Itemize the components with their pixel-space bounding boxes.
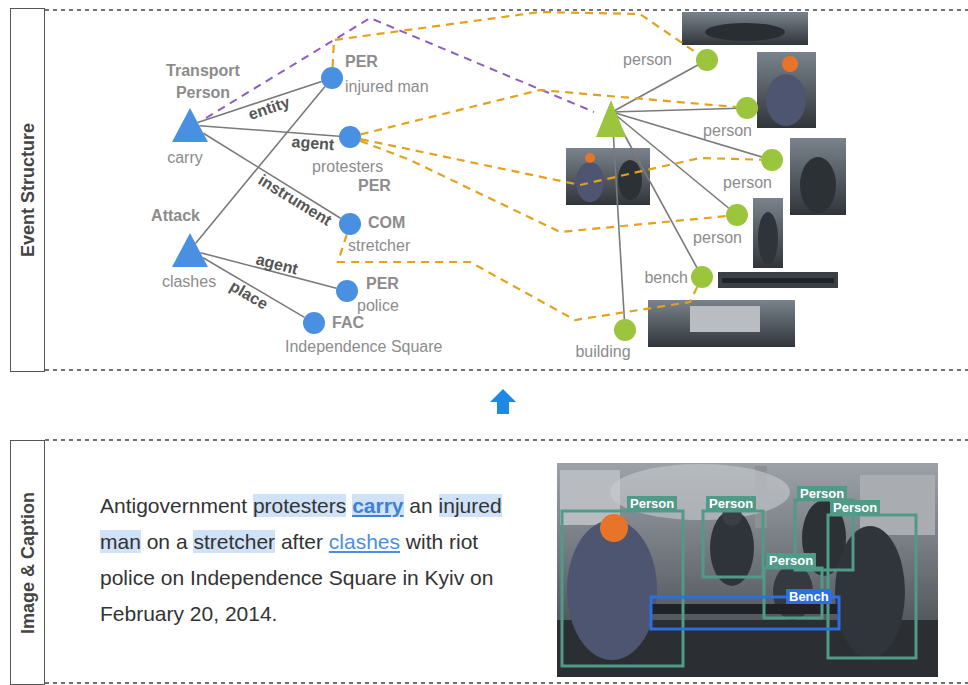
- section-rule: [45, 10, 968, 683]
- detection-box: [828, 515, 916, 658]
- triangle-shape: [172, 108, 208, 142]
- node-label: stretcher: [348, 236, 410, 255]
- object-node: person: [726, 204, 748, 226]
- section-band: Event Structure: [10, 8, 45, 372]
- node-label: PER: [345, 52, 378, 71]
- object-node: person: [736, 97, 758, 119]
- alignment-link: [360, 141, 726, 232]
- up-arrow: [490, 389, 516, 414]
- role-label: agent: [254, 249, 300, 278]
- image-crop: [682, 12, 808, 45]
- section-rule: [45, 439, 968, 441]
- node-label: protesters: [312, 157, 383, 176]
- triangle-shape: [172, 233, 208, 267]
- node-label: Event Structure: [17, 123, 38, 257]
- node-label: PER: [358, 176, 391, 195]
- crop-helmet: [782, 56, 798, 72]
- crop-helmet: [585, 153, 595, 163]
- role-label: instrument: [255, 171, 335, 231]
- node-label: person: [703, 121, 752, 140]
- node-label: Transport Person: [153, 60, 253, 104]
- object-node: bench: [691, 266, 713, 288]
- role-label: agent: [291, 132, 335, 154]
- image-event-triangle: [596, 100, 626, 137]
- node-label: Attack: [151, 206, 200, 225]
- node-label: Independence Square: [285, 337, 442, 356]
- node-label: building: [575, 342, 630, 361]
- crop-figure: [758, 212, 778, 264]
- caption-highlight: protesters: [253, 494, 346, 517]
- box-label: Bench: [786, 589, 832, 604]
- node-label: FAC: [332, 313, 364, 332]
- crop-figure: [766, 74, 806, 126]
- box-label: Person: [797, 486, 847, 501]
- box-label: Person: [830, 500, 880, 515]
- node-label: COM: [368, 213, 405, 232]
- object-link: [612, 112, 625, 330]
- object-link: [612, 108, 747, 112]
- caption-text: Antigovernment protesters carry an injur…: [100, 488, 524, 632]
- triangle-shape: [172, 233, 208, 267]
- crop-figure: [800, 157, 836, 213]
- node-label: bench: [644, 268, 688, 287]
- object-link: [612, 112, 772, 160]
- node-label: person: [623, 50, 672, 69]
- event-trigger: Attackclashes: [172, 233, 208, 267]
- photo-helmet: [600, 514, 628, 542]
- caption-highlight: stretcher: [193, 530, 275, 553]
- entity-node: protestersPER: [339, 126, 361, 148]
- crop-building: [690, 306, 760, 332]
- entity-node: PERpolice: [336, 280, 358, 302]
- box-label: Person: [766, 553, 816, 568]
- entity-node: FACIndependence Square: [303, 312, 325, 334]
- crop-figure: [576, 162, 604, 202]
- event-trigger: Transport Personcarry: [172, 108, 208, 142]
- image-crop: [718, 272, 838, 288]
- crop-figure: [705, 23, 785, 41]
- detection-box: [703, 511, 763, 577]
- node-label: person: [693, 228, 742, 247]
- object-node: building: [614, 319, 636, 341]
- photo-stretcher: [652, 604, 838, 614]
- image-crop: [753, 198, 783, 268]
- node-label: injured man: [345, 77, 429, 96]
- crop-figure: [722, 278, 834, 283]
- node-label: police: [357, 296, 399, 315]
- object-link: [612, 60, 772, 330]
- section-rule: [45, 369, 968, 371]
- role-label: entity: [245, 93, 291, 124]
- node-label: person: [723, 173, 772, 192]
- image-crop: [757, 52, 816, 128]
- crop-figure: [618, 160, 642, 200]
- triangle-shape: [172, 108, 208, 142]
- box-label: Person: [627, 496, 677, 511]
- entity-node: COMstretcher: [339, 213, 361, 235]
- entity-node: PERinjured man: [321, 67, 343, 89]
- image-crop: [648, 300, 795, 347]
- section-rule: [45, 682, 968, 684]
- box-label: Person: [706, 496, 756, 511]
- image-crop: [566, 148, 650, 205]
- argument-link: [196, 87, 326, 244]
- section-band: Image & Caption: [10, 440, 45, 685]
- object-node: person: [761, 149, 783, 171]
- node-label: clashes: [162, 272, 216, 291]
- caption-highlight: clashes: [329, 530, 400, 553]
- photo: [557, 463, 938, 677]
- image-crop: [790, 138, 846, 215]
- alignment-link: [361, 90, 736, 134]
- alignment-link: [361, 139, 761, 185]
- section-rule: [45, 9, 968, 11]
- detection-box: [562, 511, 683, 666]
- role-label: place: [227, 277, 272, 314]
- alignment-link: [338, 235, 697, 321]
- node-label: Image & Caption: [17, 491, 38, 633]
- node-label: PER: [366, 274, 399, 293]
- photo-figure: [835, 526, 905, 658]
- photo-ground: [557, 463, 938, 677]
- caption-highlight: carry: [352, 494, 403, 517]
- node-label: carry: [167, 148, 203, 167]
- object-node: person: [696, 49, 718, 71]
